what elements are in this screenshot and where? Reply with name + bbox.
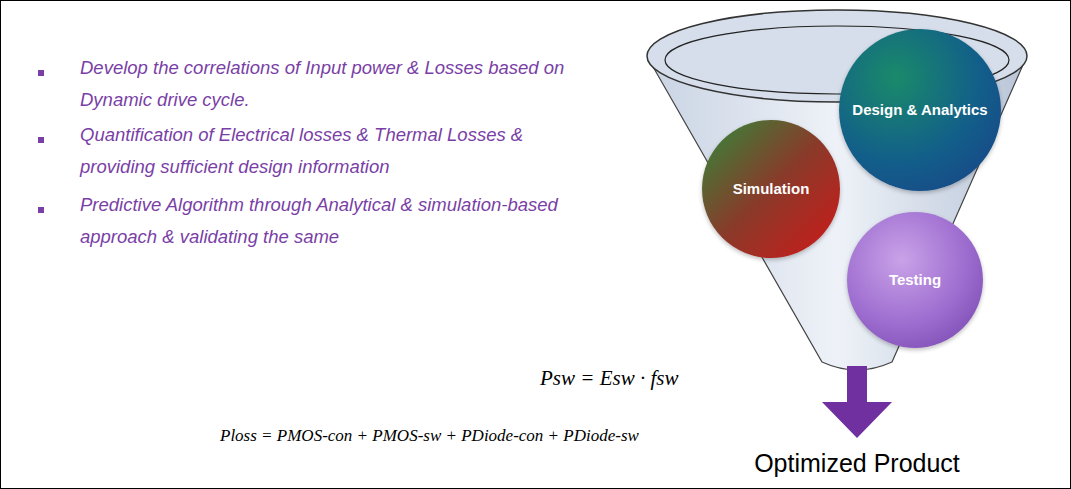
bullet-text: Predictive Algorithm through Analytical … xyxy=(80,189,600,254)
stage-circle: Design & Analytics xyxy=(839,29,1001,191)
formula: Ploss = PMOS-con + PMOS-sw + PDiode-con … xyxy=(220,426,639,446)
bullet-text: Quantification of Electrical losses & Th… xyxy=(80,119,600,184)
stage-label: Simulation xyxy=(725,172,818,207)
stage-label: Testing xyxy=(881,263,949,298)
stage-label: Design & Analytics xyxy=(844,93,995,128)
stage-circle: Simulation xyxy=(702,120,840,258)
bullet-text: Develop the correlations of Input power … xyxy=(80,52,600,117)
formula: Psw = Esw · fsw xyxy=(540,366,678,391)
output-label: Optimized Product xyxy=(754,449,960,478)
stage-circle: Testing xyxy=(847,212,983,348)
